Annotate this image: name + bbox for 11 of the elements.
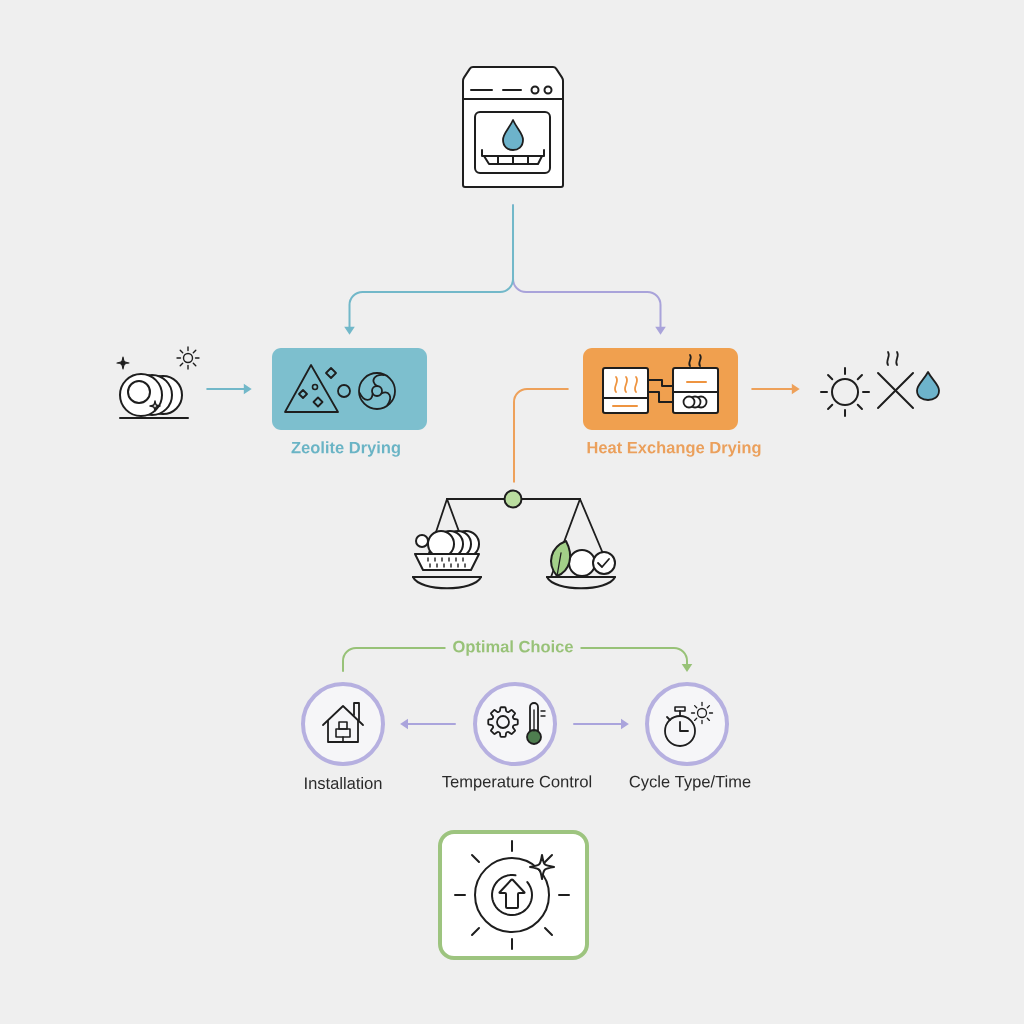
balance-scale-icon: [412, 489, 616, 590]
circle-label: Cycle Type/Time: [629, 775, 751, 791]
circle-label: Temperature Control: [442, 775, 592, 791]
box-label: Heat Exchange Drying: [587, 441, 761, 457]
dishes-icon: [116, 346, 200, 419]
dishwasher-icon: [462, 66, 564, 188]
edge-label: Optimal Choice: [445, 638, 581, 658]
circle-label: Installation: [305, 776, 382, 790]
connector-line: [513, 388, 569, 483]
box-label: Zeolite Drying: [291, 441, 400, 457]
sun-cross-drop-icon: [820, 351, 940, 417]
